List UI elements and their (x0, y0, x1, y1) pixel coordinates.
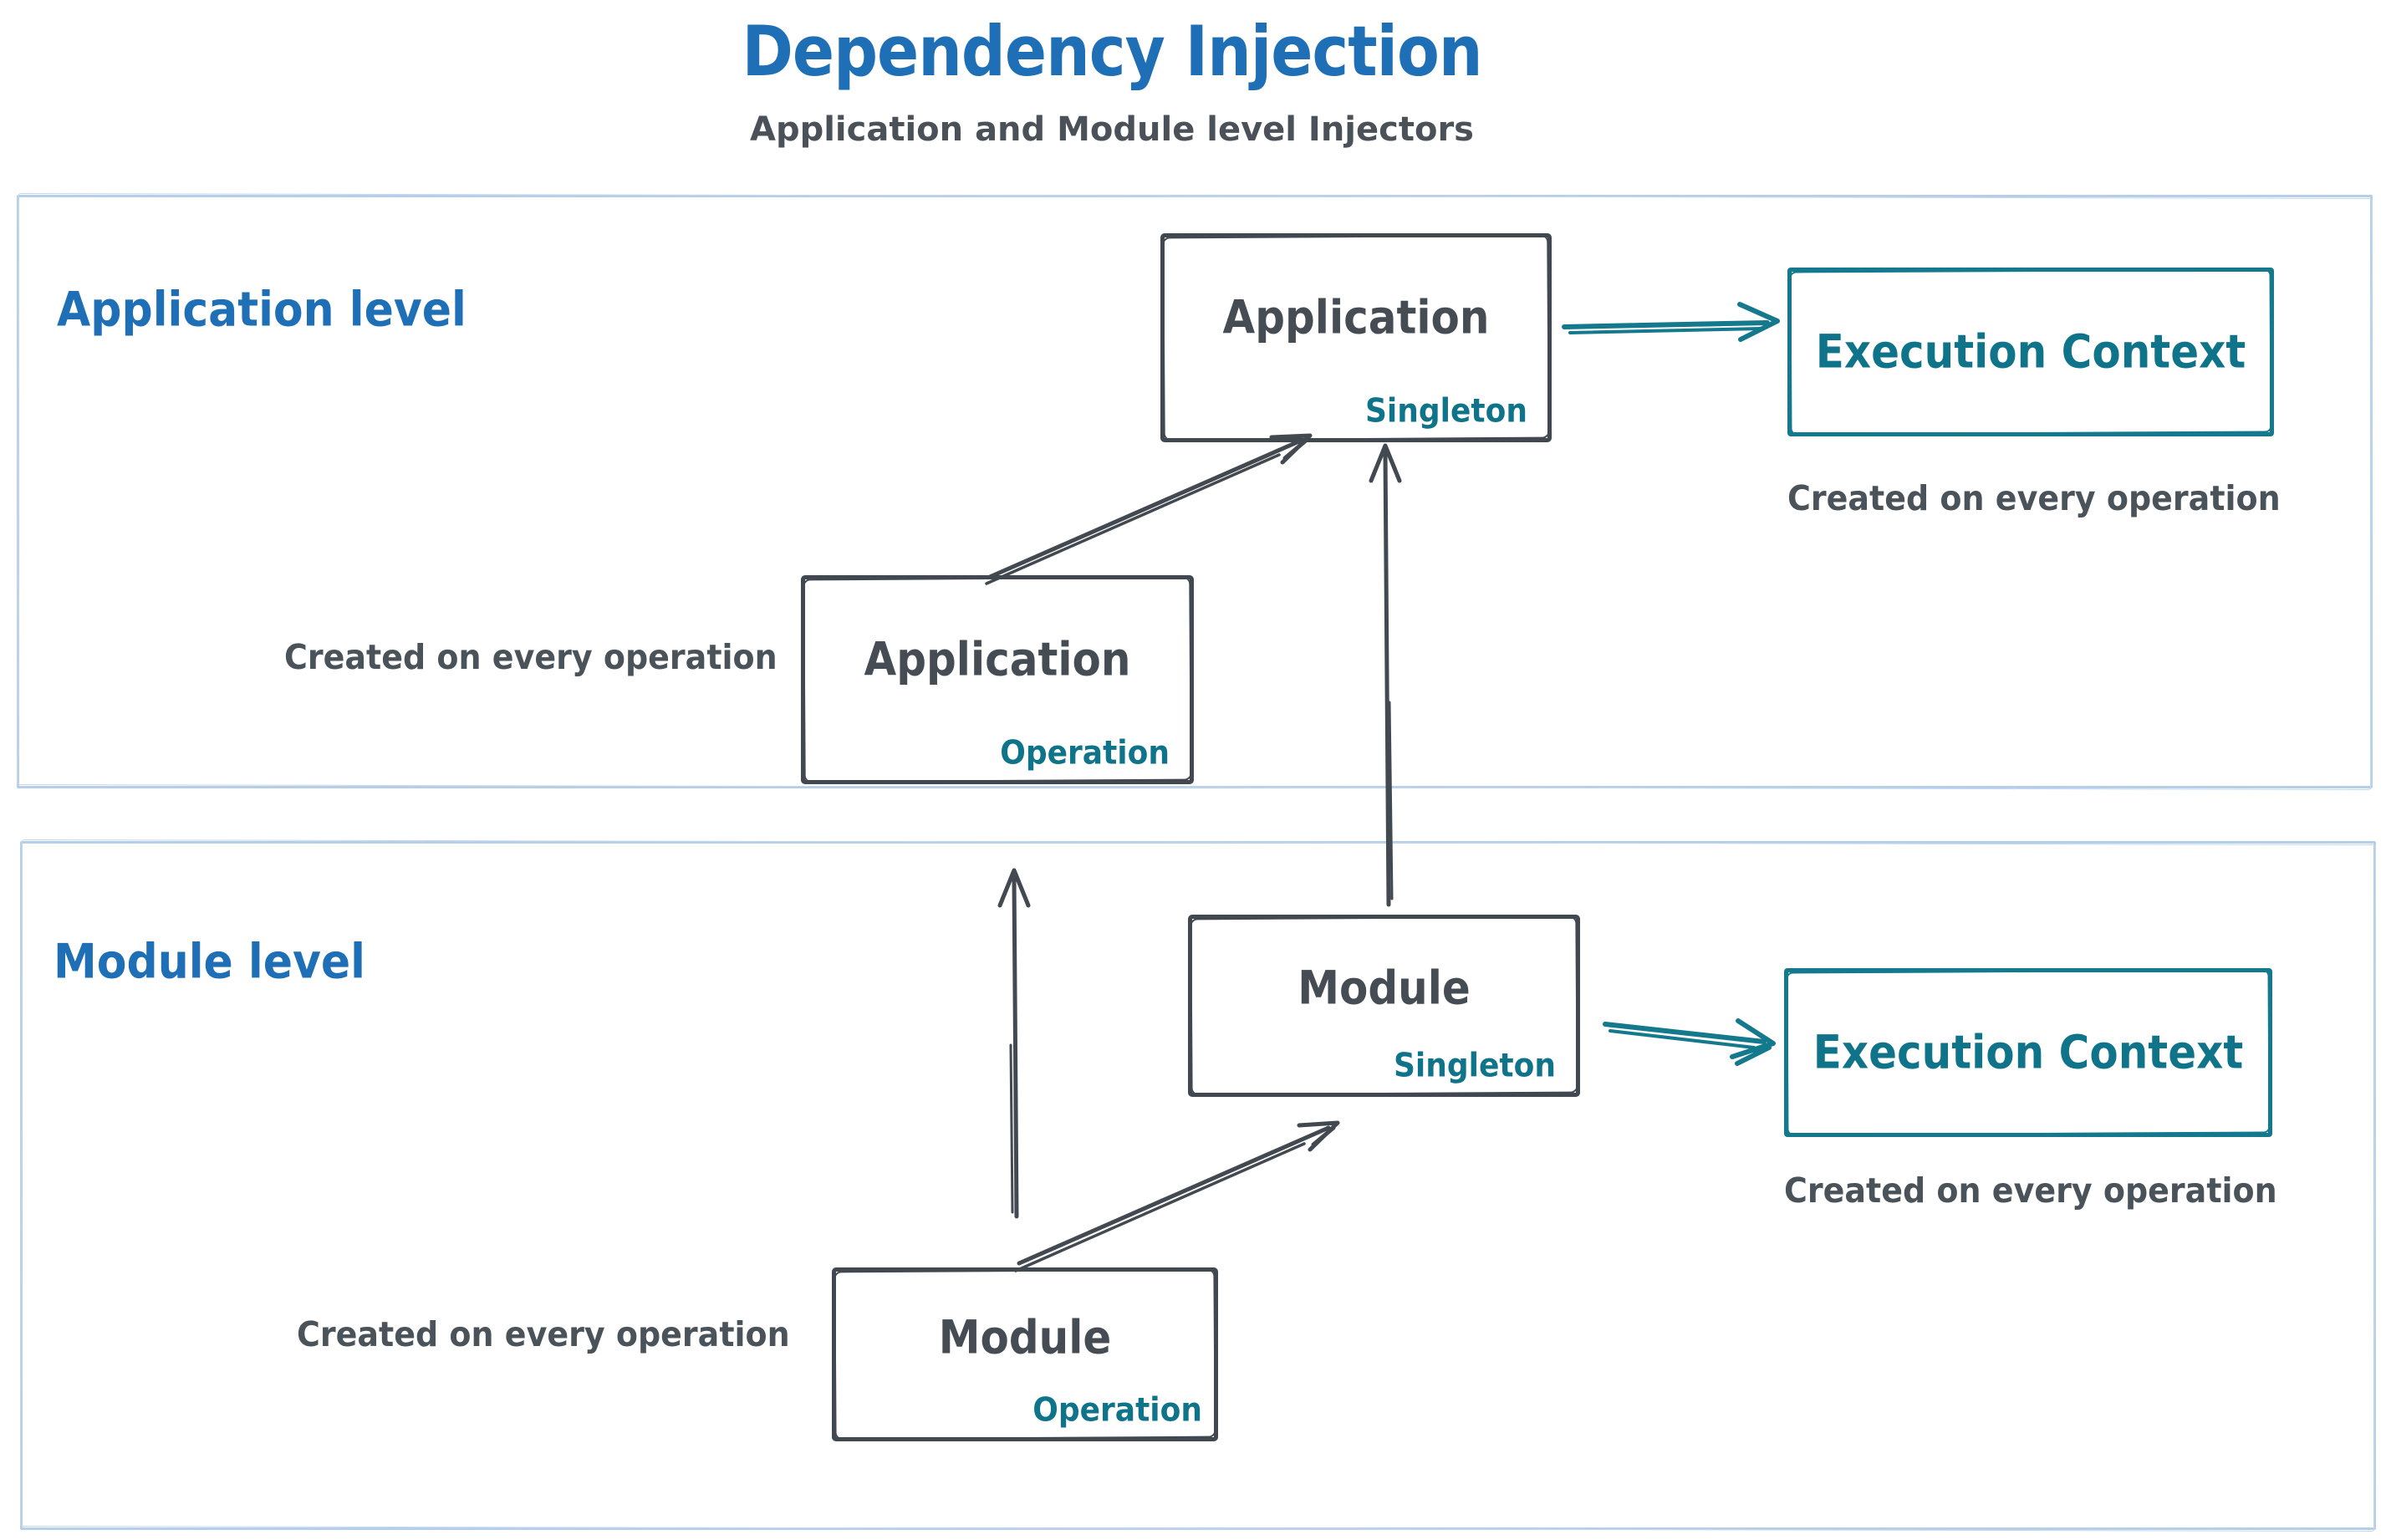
module-operation-box: Module Operation (832, 1267, 1218, 1441)
diagram-title: Dependency Injection (742, 12, 1482, 93)
diagram-subtitle: Application and Module level Injectors (750, 110, 1474, 149)
module-level-label: Module level (54, 935, 365, 990)
application-operation-title: Application (864, 633, 1131, 686)
module-level-section (20, 841, 2376, 1530)
module-execution-context-caption: Created on every operation (1784, 1170, 2277, 1211)
application-singleton-title: Application (1222, 291, 1490, 344)
application-operation-badge: Operation (1000, 734, 1170, 772)
module-operation-badge: Operation (1032, 1391, 1202, 1429)
application-singleton-badge: Singleton (1365, 392, 1527, 430)
module-operation-caption: Created on every operation (297, 1314, 790, 1354)
module-operation-title: Module (938, 1311, 1112, 1365)
application-level-section (17, 195, 2373, 788)
module-singleton-box: Module Singleton (1188, 915, 1580, 1097)
application-operation-caption: Created on every operation (284, 637, 777, 677)
application-operation-box: Application Operation (801, 575, 1194, 784)
module-execution-context-label: Execution Context (1812, 1026, 2244, 1079)
module-singleton-title: Module (1298, 961, 1471, 1016)
module-execution-context-box: Execution Context (1784, 968, 2272, 1137)
application-level-label: Application level (57, 283, 466, 338)
application-execution-context-caption: Created on every operation (1787, 478, 2281, 518)
module-singleton-badge: Singleton (1394, 1047, 1556, 1084)
application-execution-context-label: Execution Context (1815, 325, 2246, 379)
application-execution-context-box: Execution Context (1787, 268, 2274, 436)
application-singleton-box: Application Singleton (1160, 233, 1552, 442)
